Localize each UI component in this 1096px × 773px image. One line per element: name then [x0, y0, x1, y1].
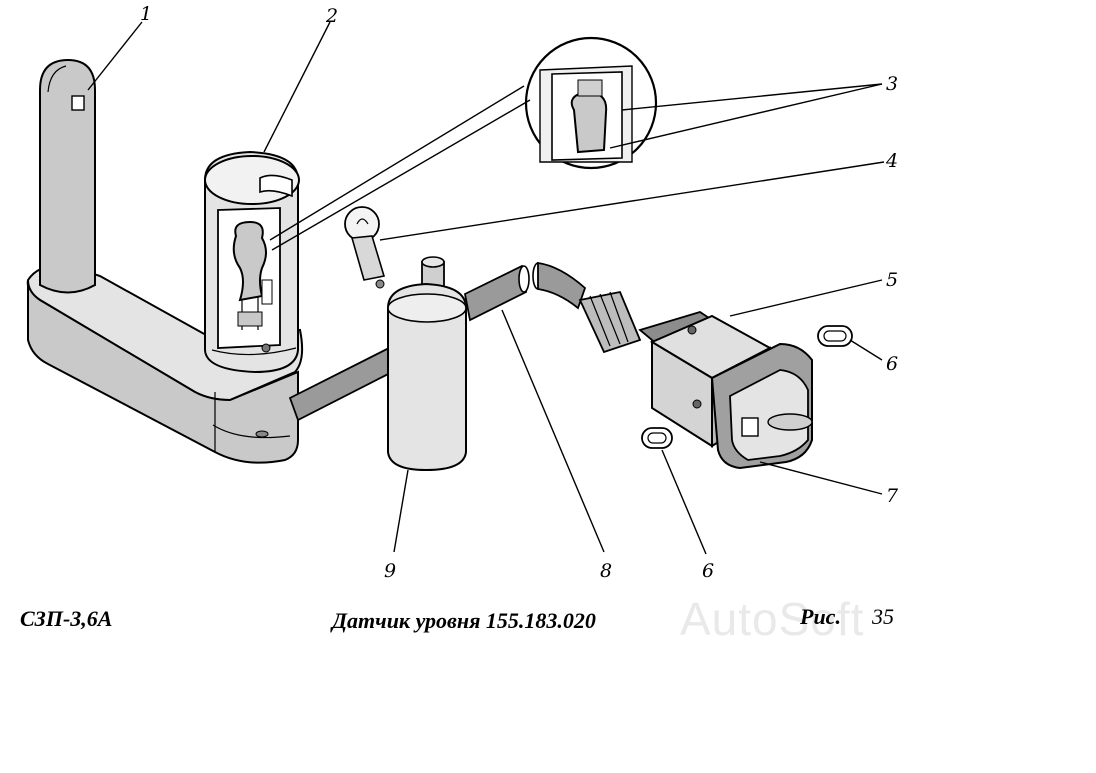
callout-6-right: 6 [886, 353, 898, 375]
callout-8: 8 [600, 560, 612, 582]
callout-2: 2 [325, 5, 338, 27]
model-label: СЗП-3,6А [20, 606, 113, 631]
callout-4: 4 [885, 150, 898, 172]
cylinder-part-9 [387, 256, 467, 472]
diagram-title: Датчик уровня 155.183.020 [332, 608, 596, 633]
seal-part-6-right [817, 325, 853, 347]
callout-6-left: 6 [702, 560, 714, 582]
callout-9: 9 [384, 560, 396, 582]
figure-number: 35 [872, 604, 894, 629]
post-part-1 [39, 58, 96, 294]
cable-part-8 [288, 261, 587, 422]
detail-inset-part-3 [269, 36, 658, 251]
callout-7: 7 [886, 485, 899, 507]
callout-5: 5 [886, 269, 898, 291]
figure-label: Рис. [800, 604, 841, 629]
connector-cap-part-7 [710, 342, 813, 470]
leader-lines [87, 21, 885, 555]
watermark: AutoSoft [680, 593, 865, 645]
callout-1: 1 [140, 3, 152, 25]
bulb-part-4 [344, 206, 386, 289]
seal-part-6-left [641, 427, 673, 449]
lamp-housing-part-2 [204, 150, 300, 374]
callout-3: 3 [886, 73, 898, 95]
